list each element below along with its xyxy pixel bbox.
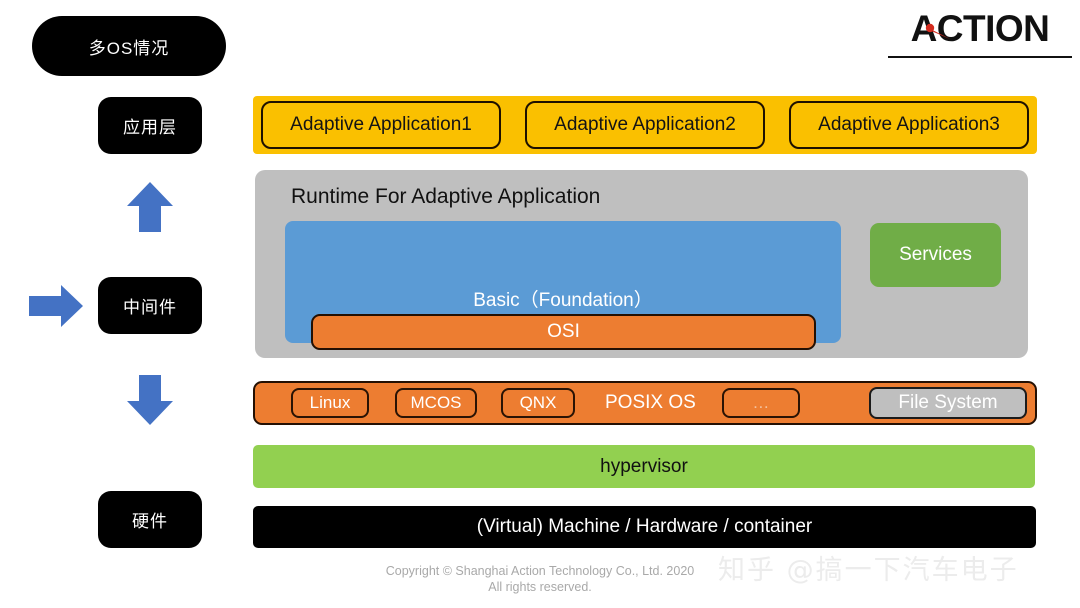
os-chip-linux[interactable]: Linux (291, 388, 369, 418)
logo-wordmark: ACTION (910, 8, 1050, 49)
file-system-box[interactable]: File System (869, 387, 1027, 419)
hypervisor-label: hypervisor (600, 455, 688, 477)
os-chip-more-label: … (752, 393, 770, 412)
os-chip-more[interactable]: … (721, 388, 800, 418)
copyright-line-1: Copyright © Shanghai Action Technology C… (385, 564, 695, 578)
label-application-layer: 应用层 (98, 97, 202, 154)
hardware-band-label: (Virtual) Machine / Hardware / container (476, 516, 813, 537)
zhihu-watermark: 知乎 @搞一下汽车电子 (718, 555, 1019, 586)
adaptive-application-2-label: Adaptive Application2 (554, 114, 736, 135)
hardware-band[interactable]: (Virtual) Machine / Hardware / container (253, 506, 1036, 548)
adaptive-application-1[interactable]: Adaptive Application1 (261, 101, 501, 149)
runtime-panel: Runtime For Adaptive Application Basic（F… (255, 170, 1028, 358)
arrow-right-icon (29, 285, 83, 327)
posix-os-label: POSIX OS (605, 392, 696, 413)
adaptive-application-3-label: Adaptive Application3 (818, 114, 1000, 135)
action-logo: ACTION (888, 8, 1072, 64)
basic-foundation-box[interactable]: Basic（Foundation） OSI (285, 221, 841, 350)
services-box[interactable]: Services (870, 223, 1001, 287)
osi-label: OSI (547, 321, 580, 342)
logo-underline (888, 56, 1072, 58)
adaptive-application-1-label: Adaptive Application1 (290, 114, 472, 135)
services-label: Services (899, 244, 972, 265)
arrow-up-icon (127, 182, 173, 232)
hypervisor-band[interactable]: hypervisor (253, 445, 1035, 488)
adaptive-application-3[interactable]: Adaptive Application3 (789, 101, 1029, 149)
label-middleware: 中间件 (98, 277, 202, 334)
runtime-title: Runtime For Adaptive Application (291, 185, 601, 208)
osi-box[interactable]: OSI (311, 314, 816, 350)
application-band: Adaptive Application1 Adaptive Applicati… (253, 96, 1037, 154)
label-hardware-text: 硬件 (132, 512, 168, 531)
os-chip-linux-label: Linux (309, 393, 351, 412)
file-system-label: File System (898, 392, 998, 413)
label-hardware: 硬件 (98, 491, 202, 548)
os-chip-qnx-label: QNX (519, 393, 557, 412)
basic-foundation-label: Basic（Foundation） (473, 290, 653, 311)
arrow-down-icon (127, 375, 173, 425)
os-chip-mcos-label: MCOS (410, 393, 462, 412)
label-middleware-text: 中间件 (123, 298, 177, 317)
copyright-footer: Copyright © Shanghai Action Technology C… (250, 563, 830, 595)
os-band: Linux MCOS QNX POSIX OS … File System (253, 381, 1037, 425)
label-multi-os: 多OS情况 (32, 16, 226, 76)
os-chip-qnx[interactable]: QNX (501, 388, 575, 418)
os-chip-mcos[interactable]: MCOS (395, 388, 477, 418)
adaptive-application-2[interactable]: Adaptive Application2 (525, 101, 765, 149)
label-multi-os-text: 多OS情况 (88, 38, 170, 58)
copyright-line-2: All rights reserved. (488, 580, 592, 594)
label-application-layer-text: 应用层 (123, 118, 177, 137)
